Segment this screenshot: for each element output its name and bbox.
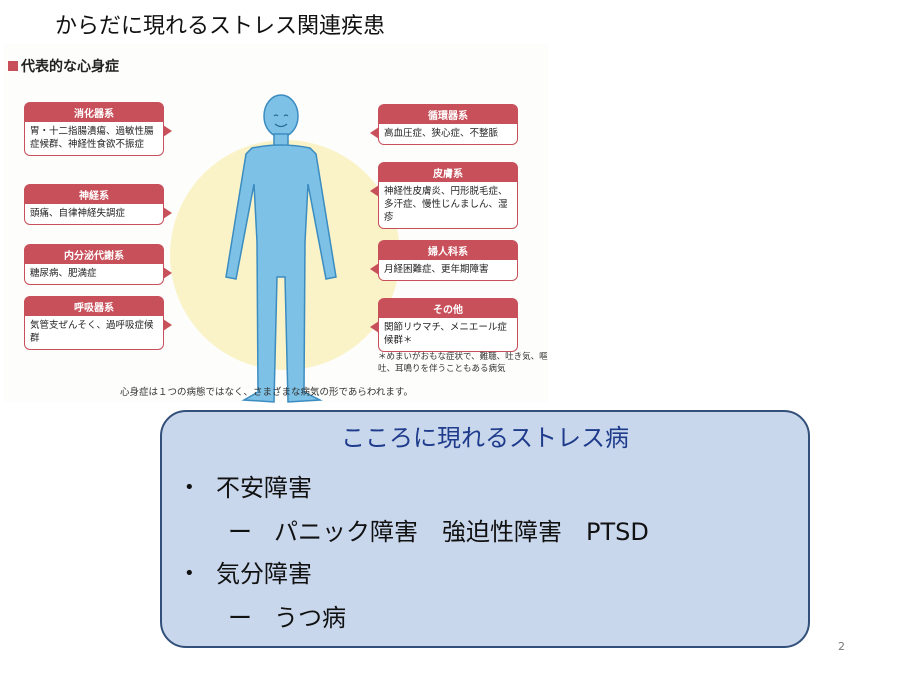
card-circulatory-body: 高血圧症、狭心症、不整脈 xyxy=(384,128,499,139)
card-digestive: 消化器系 胃・十二指腸潰瘍、過敏性腸症候群、神経性食欲不振症 xyxy=(24,102,172,156)
card-endocrine-title: 内分泌代謝系 xyxy=(25,245,163,264)
sub-mood: ーうつ病 xyxy=(228,598,346,633)
card-nervous-body: 頭痛、自律神経失調症 xyxy=(30,208,126,219)
card-endocrine: 内分泌代謝系 糖尿病、肥満症 xyxy=(24,244,172,285)
card-circulatory-title: 循環器系 xyxy=(379,105,517,124)
bullet-mood: • 気分障害 xyxy=(184,554,312,589)
card-other-body: 関節リウマチ、メニエール症候群＊ xyxy=(384,322,507,346)
card-nervous-title: 神経系 xyxy=(25,185,163,204)
mental-box-title: こころに現れるストレス病 xyxy=(341,424,629,452)
card-respiratory: 呼吸器系 気管支ぜんそく、過呼吸症候群 xyxy=(24,296,172,350)
sub-mood-text: うつ病 xyxy=(274,604,346,632)
bullet-icon: • xyxy=(184,563,195,584)
figure-heading: 代表的な心身症 xyxy=(8,56,119,76)
card-gynecology-body: 月経困難症、更年期障害 xyxy=(384,264,489,275)
page-number: 2 xyxy=(838,640,845,653)
card-skin-body: 神経性皮膚炎、円形脱毛症、多汗症、慢性じんましん、湿疹 xyxy=(384,186,508,223)
psychosomatic-figure: 代表的な心身症 消化器系 胃・十二指腸潰瘍、過敏性腸症候群、神経性食欲不振症 神… xyxy=(4,44,548,403)
human-body-icon xyxy=(225,94,337,403)
card-skin: 皮膚系 神経性皮膚炎、円形脱毛症、多汗症、慢性じんましん、湿疹 xyxy=(370,162,518,229)
bullet-anxiety: • 不安障害 xyxy=(184,468,312,503)
card-digestive-title: 消化器系 xyxy=(25,103,163,122)
card-other: その他 関節リウマチ、メニエール症候群＊ xyxy=(370,298,518,352)
figure-caption: 心身症は１つの病態ではなく、さまざまな病気の形であらわれます。 xyxy=(120,387,413,398)
figure-heading-text: 代表的な心身症 xyxy=(21,59,119,75)
card-gynecology: 婦人科系 月経困難症、更年期障害 xyxy=(370,240,518,281)
card-skin-title: 皮膚系 xyxy=(379,163,517,182)
sub-anxiety: ーパニック障害 強迫性障害 PTSD xyxy=(228,512,649,547)
card-gynecology-title: 婦人科系 xyxy=(379,241,517,260)
slide-title: からだに現れるストレス関連疾患 xyxy=(55,14,386,39)
card-respiratory-title: 呼吸器系 xyxy=(25,297,163,316)
bullet-mood-label: 気分障害 xyxy=(216,560,312,588)
bullet-anxiety-label: 不安障害 xyxy=(216,474,312,502)
dash-icon: ー xyxy=(228,518,252,546)
card-digestive-body: 胃・十二指腸潰瘍、過敏性腸症候群、神経性食欲不振症 xyxy=(30,126,154,150)
card-other-title: その他 xyxy=(379,299,517,318)
bullet-icon: • xyxy=(184,477,195,498)
mental-stress-box: こころに現れるストレス病 •不安障害 ーパニック障害 強迫性障害 PTSD •気… xyxy=(160,410,810,648)
card-respiratory-body: 気管支ぜんそく、過呼吸症候群 xyxy=(30,320,154,344)
card-circulatory: 循環器系 高血圧症、狭心症、不整脈 xyxy=(370,104,518,145)
sub-anxiety-text: パニック障害 強迫性障害 PTSD xyxy=(274,518,649,546)
card-nervous: 神経系 頭痛、自律神経失調症 xyxy=(24,184,172,225)
figure-footnote: ＊めまいがおもな症状で、難聴、吐き気、嘔吐、耳鳴りを伴うこともある病気 xyxy=(378,352,548,374)
dash-icon: ー xyxy=(228,604,252,632)
card-endocrine-body: 糖尿病、肥満症 xyxy=(30,268,97,279)
heading-square-icon xyxy=(8,61,18,71)
